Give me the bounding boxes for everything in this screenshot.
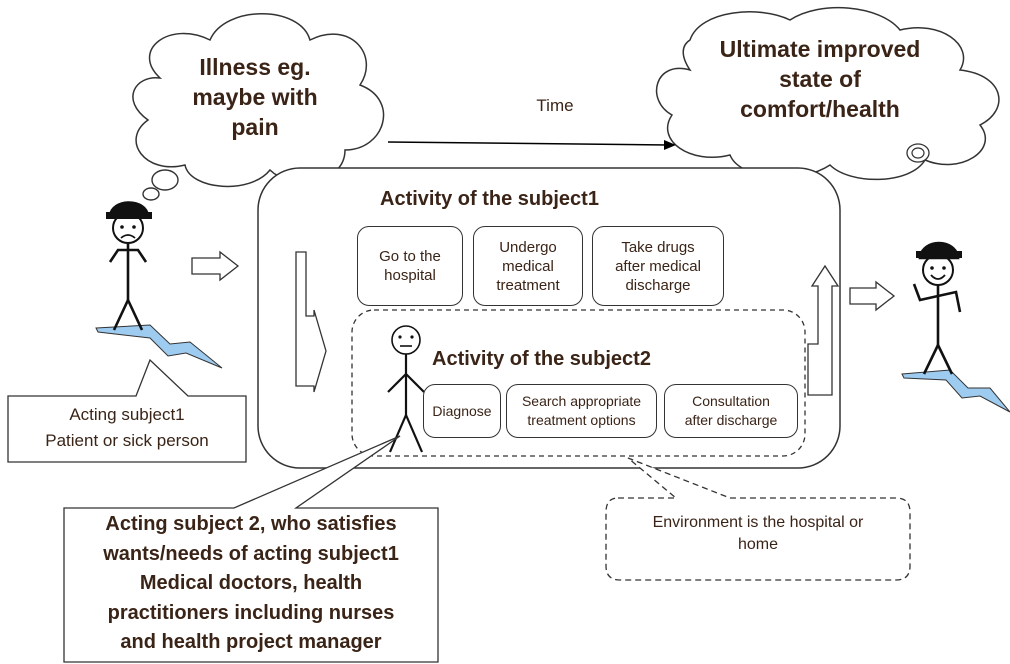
- step-search-treatment: Search appropriate treatment options: [506, 384, 657, 438]
- bent-arrow-right: [807, 264, 840, 396]
- step-consultation: Consultation after discharge: [664, 384, 798, 438]
- illness-thought-cloud: [132, 13, 385, 201]
- callout-environment-text: Environment is the hospital or home: [652, 514, 864, 553]
- doctor-figure: [387, 325, 425, 453]
- callout-environment-shape: [605, 457, 911, 581]
- outcome-thought-cloud: [655, 6, 1000, 181]
- callout-subject1-text: Acting subject1 Patient or sick person: [45, 405, 209, 450]
- sad-patient-figure: [106, 201, 152, 331]
- step-undergo-treatment: Undergo medical treatment: [473, 226, 583, 306]
- callout-subject1-shape: [7, 358, 247, 463]
- callout-subject2-shape: [63, 435, 439, 663]
- arrow-out-of-activity: [849, 280, 896, 312]
- step-go-to-hospital: Go to the hospital: [357, 226, 463, 306]
- time-arrow: [387, 140, 676, 150]
- step-diagnose: Diagnose: [423, 384, 501, 438]
- step-take-drugs: Take drugs after medical discharge: [592, 226, 724, 306]
- time-label: Time: [536, 96, 574, 115]
- outcome-cloud-text: Ultimate improved state of comfort/healt…: [719, 36, 921, 122]
- callout-subject2-text: Acting subject 2, who satisfies wants/ne…: [103, 513, 399, 653]
- ground-lightning-right: [901, 369, 1010, 413]
- subject1-activity-heading: Activity of the subject1: [380, 188, 599, 210]
- subject2-activity-heading: Activity of the subject2: [432, 348, 651, 370]
- recovered-figure: [912, 241, 962, 375]
- bent-arrow-left: [295, 251, 327, 393]
- ground-lightning-left: [95, 324, 223, 369]
- subject2-dashed-container: [351, 309, 806, 457]
- illness-cloud-text: Illness eg. maybe with pain: [192, 54, 318, 140]
- arrow-into-activity: [191, 250, 240, 282]
